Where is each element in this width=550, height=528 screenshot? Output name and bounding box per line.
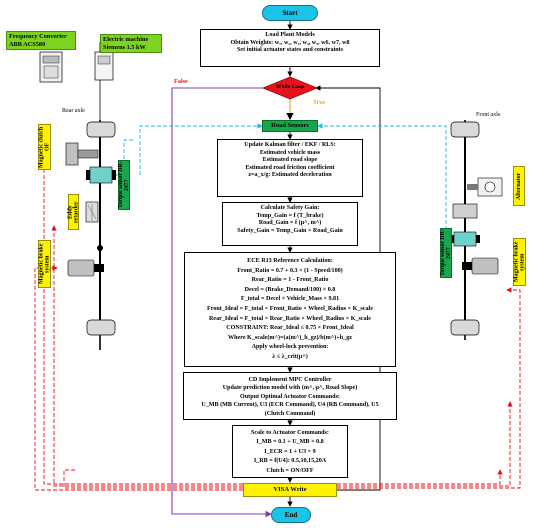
ece-line: λ ≤ λ_crit(μ^)	[272, 353, 308, 360]
mpc-line: Update prediction model with (m^, μ^, Ro…	[222, 385, 358, 392]
scale-line: I_MB = 0.1 + U_MB × 0.8	[256, 439, 324, 446]
scale-actuator-box: Scale to Actuator Commands: I_MB = 0.1 +…	[232, 425, 348, 478]
converter-line2: ABB ACS580	[9, 40, 46, 48]
mpc-title: CD Implement MPC Controller	[248, 377, 332, 383]
kalman-filter-box: Update Kalman filter / EKF / RLS: Estima…	[217, 139, 363, 197]
front-axle-assembly	[450, 120, 503, 340]
front-axle-label: Front axle	[476, 112, 501, 118]
load-plant-weights: Obtain Weights: w₁, w₂, w₃, w₄, w₅, w6, …	[230, 39, 350, 46]
ece-line: Rear_Ideal = F_total × Rear_Ratio × Whee…	[208, 315, 372, 322]
frequency-converter-label: Frequency Converter ABB ACS580	[6, 31, 76, 50]
rear-axle-assembly	[65, 42, 116, 350]
ece-line: Front_Ratio = 0.7 + 0.3 × (1 - Speed/100…	[237, 267, 343, 274]
ece-line: Apply wheel-lock prevention:	[251, 344, 329, 351]
ece-r13-box: ECE R13 Reference Calculation: Front_Rat…	[184, 252, 396, 367]
scale-line: I_RB = f(U4): 0.5,10,15,20A	[253, 458, 327, 465]
ece-title: ECE R13 Reference Calculation:	[247, 258, 333, 264]
ece-line: Where K_scale(m^)=(a(m^)_h_gz)/b(m^)+h_g…	[228, 334, 352, 341]
kalman-line: z=a_x/g: Estimated deceleration	[248, 172, 332, 179]
rear-magnetic-brake-label: Magnetic brake system	[38, 240, 51, 288]
mpc-line: (Clutch Command)	[264, 410, 316, 417]
while-loop-decision	[261, 76, 319, 100]
load-plant-title: Load Plant Models	[265, 32, 315, 38]
machine-line2: Siemens 1.5 kW	[103, 43, 146, 51]
front-magnetic-brake-label: Magnetic brake system	[513, 238, 526, 286]
road-sensors-box: Road Sensors	[262, 120, 318, 132]
visa-write-box: VISA Write	[243, 483, 337, 497]
safety-title: Calculate Safety Gain:	[260, 205, 320, 211]
scale-line: I_ECR = 1 + U3 × 9	[264, 448, 316, 455]
safety-gain-box: Calculate Safety Gain: Temp_Gain = f (T_…	[222, 202, 358, 246]
false-label: False	[174, 78, 188, 85]
mpc-line: U_MB (MB Current), U3 (ECR Command), U4 …	[201, 402, 379, 409]
safety-line: Temp_Gain = f (T_brake)	[256, 212, 324, 219]
load-plant-init: Set initial actuator states and constrai…	[236, 47, 344, 54]
safety-line: Road_Gain = f (μ^, m^)	[258, 220, 322, 227]
ece-line: Front_Ideal = F_total × Front_Ratio × Wh…	[207, 305, 373, 312]
kalman-line: Estimated road friction coefficient	[245, 164, 335, 171]
kalman-title: Update Kalman filter / EKF / RLS:	[244, 142, 336, 148]
start-terminal: Start	[262, 5, 318, 21]
safety-line: Safety_Gain = Temp_Gain × Road_Gain	[237, 227, 343, 234]
true-label: True	[313, 99, 326, 106]
kalman-line: Estimated road slope	[262, 157, 318, 164]
kalman-line: Estimated vehicle mass	[259, 149, 321, 156]
rear-torque-sensor-label: Torque sensor DR-2477	[118, 160, 130, 210]
converter-line1: Frequency Converter	[9, 33, 67, 40]
end-terminal: End	[271, 507, 311, 523]
ece-line: Decel = (Brake_Demand/100) × 0.8	[244, 286, 336, 293]
alternator-label: Alternator	[513, 166, 525, 206]
eddy-retarder-label: Eddy retarder	[68, 194, 80, 230]
magnetic-clutch-label: Magnetic clutch OF	[38, 124, 51, 170]
ece-line: CONSTRAINT: Rear_Ideal ≤ 0.75 × Front_Id…	[226, 325, 354, 332]
frequency-converter-drawing	[39, 51, 63, 83]
mpc-line: Output Optimal Actuator Commands:	[240, 393, 340, 400]
electric-machine-label: Electric machine Siemens 1.5 kW	[100, 34, 162, 53]
rear-axle-label: Rear axle	[62, 108, 85, 114]
false-branch-connector	[171, 87, 273, 518]
ece-line: F_total = Decel × Vehicle_Mass × 9.81	[240, 296, 340, 303]
scale-line: Clutch = ON/OFF	[266, 467, 314, 474]
scale-title: Scale to Actuator Commands:	[251, 430, 329, 436]
ece-line: Rear_Ratio = 1 - Front_Ratio	[251, 277, 329, 284]
while-loop-label: While Loop	[275, 84, 305, 90]
mpc-controller-box: CD Implement MPC Controller Update predi…	[183, 372, 397, 420]
machine-line1: Electric machine	[103, 36, 149, 43]
front-torque-sensor-label: Torque sensor DR-2477	[440, 228, 452, 278]
load-plant-models-box: Load Plant Models Obtain Weights: w₁, w₂…	[200, 29, 380, 67]
electric-machine-drawing	[94, 51, 114, 81]
